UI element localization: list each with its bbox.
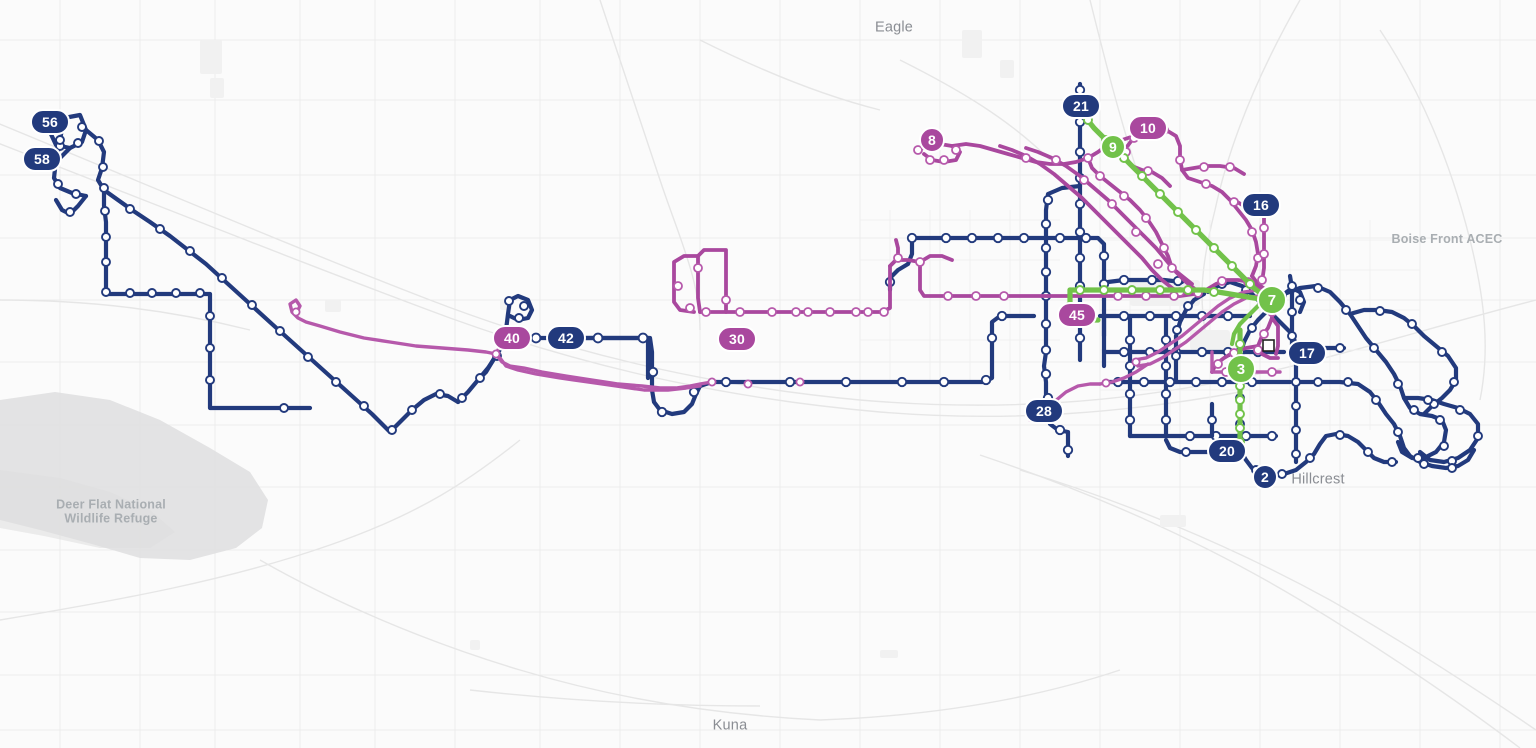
route-badge-56[interactable]: 56 — [30, 109, 70, 135]
route-stops-navy-42 — [530, 310, 1008, 418]
route-badge-40[interactable]: 40 — [492, 325, 532, 351]
route-badge-21[interactable]: 21 — [1061, 93, 1101, 119]
route-badge-7[interactable]: 7 — [1257, 285, 1287, 315]
route-badge-28[interactable]: 28 — [1024, 398, 1064, 424]
route-badge-20[interactable]: 20 — [1207, 438, 1247, 464]
route-badge-3[interactable]: 3 — [1226, 354, 1256, 384]
route-badge-30[interactable]: 30 — [717, 326, 757, 352]
route-badge-8[interactable]: 8 — [919, 127, 945, 153]
route-badge-10[interactable]: 10 — [1128, 115, 1168, 141]
route-badge-42[interactable]: 42 — [546, 325, 586, 351]
route-badge-2[interactable]: 2 — [1252, 464, 1278, 490]
transit-center-marker[interactable] — [1262, 339, 1275, 352]
route-badge-9[interactable]: 9 — [1100, 134, 1126, 160]
route-badge-58[interactable]: 58 — [22, 146, 62, 172]
route-badge-45[interactable]: 45 — [1057, 302, 1097, 328]
route-line-purple-30 — [672, 238, 1050, 314]
route-badge-16[interactable]: 16 — [1241, 192, 1281, 218]
route-badge-17[interactable]: 17 — [1287, 340, 1327, 366]
